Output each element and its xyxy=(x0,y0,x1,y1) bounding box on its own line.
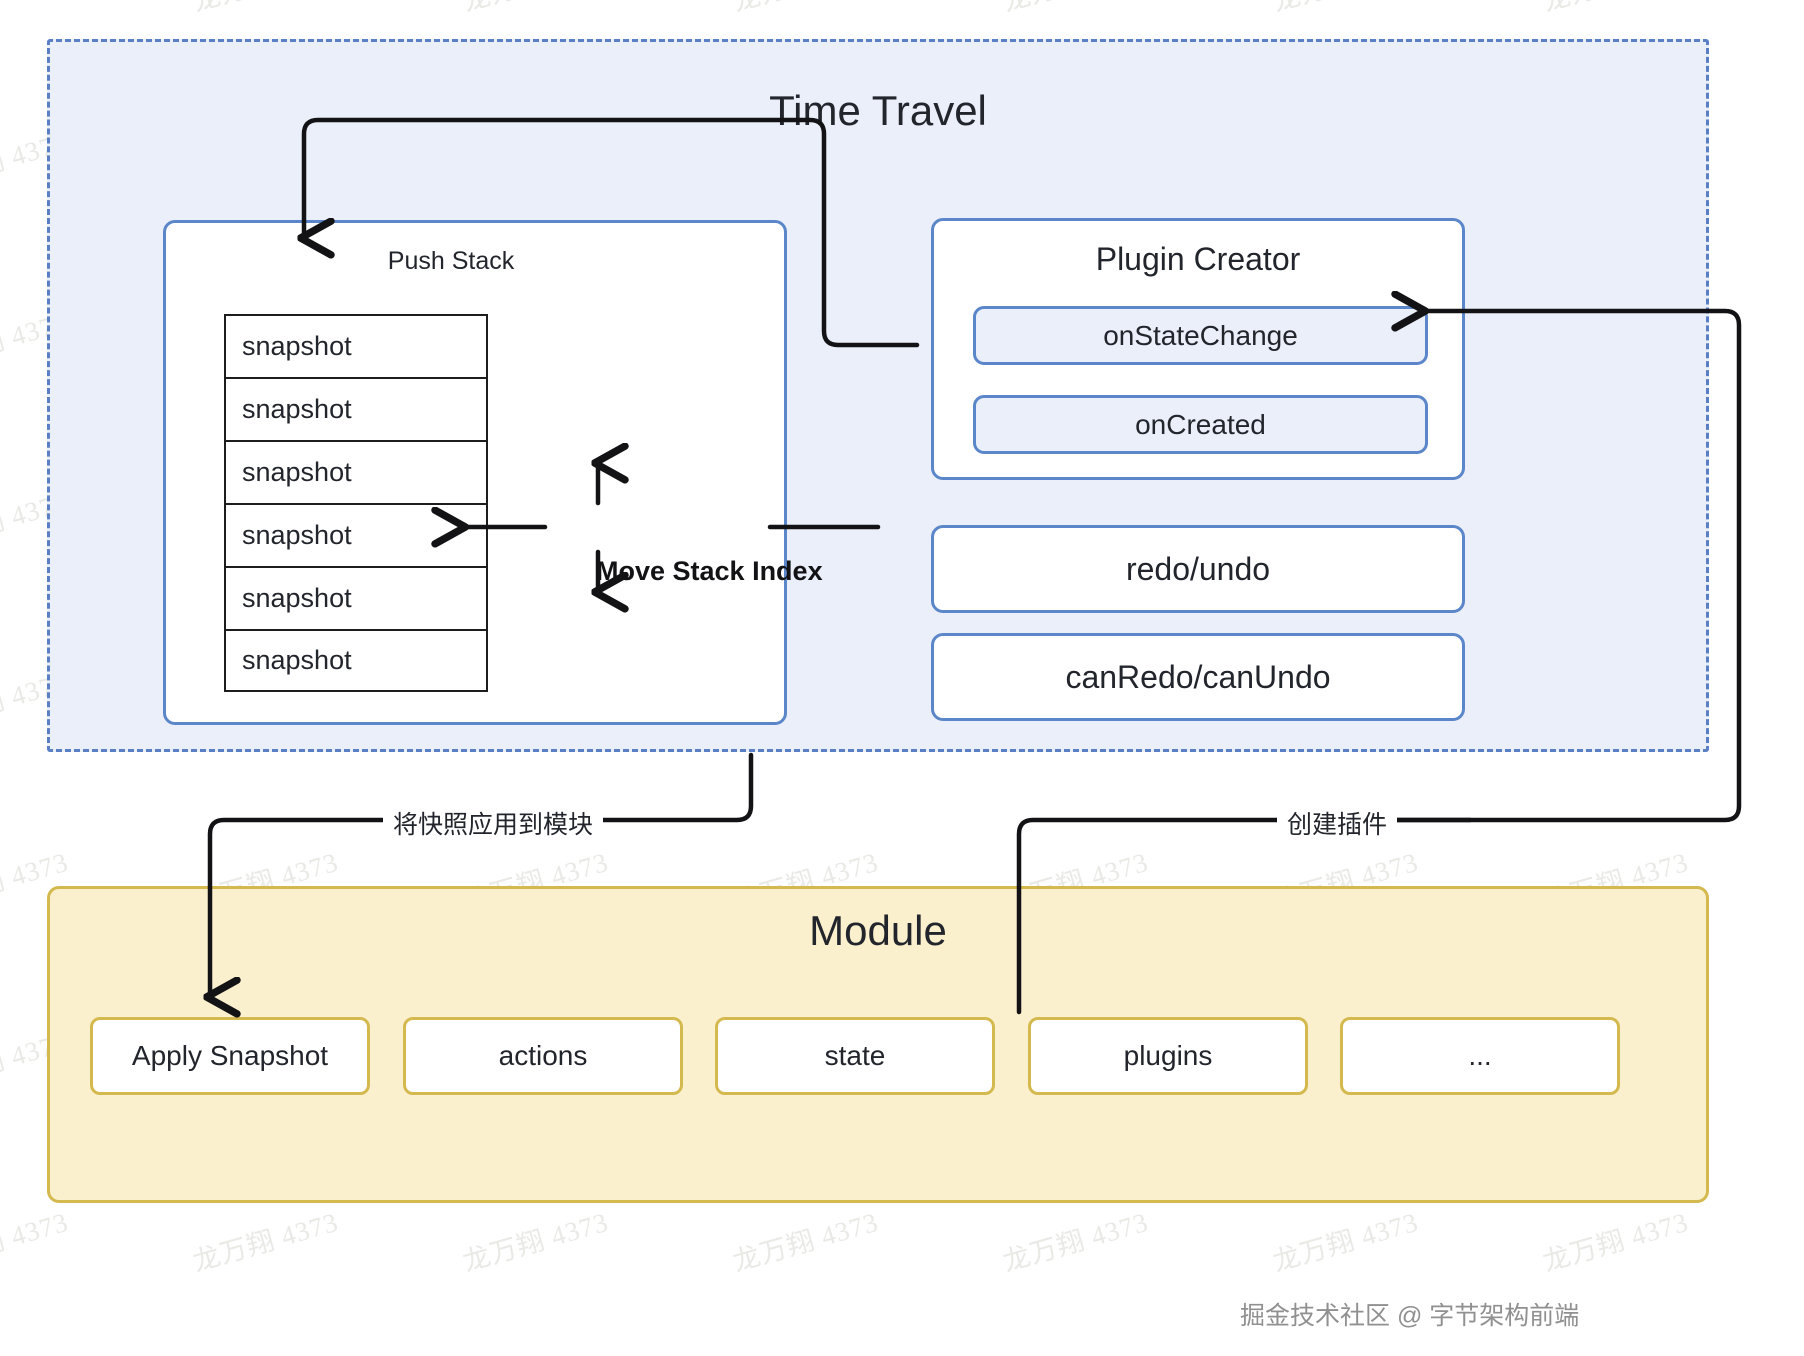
watermark-text: 龙万翔 4373 xyxy=(1268,0,1423,19)
watermark-text: 龙万翔 4373 xyxy=(189,1206,342,1277)
watermark-text: 龙万翔 4373 xyxy=(458,0,613,19)
watermark-text: 龙万翔 4373 xyxy=(729,1206,882,1277)
watermark-text: 龙万翔 4373 xyxy=(1539,1206,1692,1277)
push-stack-label: Push Stack xyxy=(387,247,515,275)
watermark-text: 龙万翔 4373 xyxy=(188,0,343,19)
module-item-apply-snapshot[interactable]: Apply Snapshot xyxy=(90,1017,370,1095)
snapshot-cell: snapshot xyxy=(224,314,488,377)
snapshot-stack-list: snapshot snapshot snapshot snapshot snap… xyxy=(224,314,488,692)
snapshot-cell: snapshot xyxy=(224,503,488,566)
module-item-state[interactable]: state xyxy=(715,1017,995,1095)
footer-credit: 掘金技术社区 @ 字节架构前端 xyxy=(1240,1302,1580,1330)
move-stack-index-label: Move Stack Index xyxy=(596,556,823,586)
plugin-creator-title: Plugin Creator xyxy=(1095,241,1301,277)
module-item-actions[interactable]: actions xyxy=(403,1017,683,1095)
api-can-redo-can-undo[interactable]: canRedo/canUndo xyxy=(931,633,1465,721)
watermark-text: 龙万翔 4373 xyxy=(459,1206,612,1277)
module-title: Module xyxy=(809,907,947,954)
watermark-text: 龙万翔 4373 xyxy=(998,0,1153,19)
time-travel-panel: Time Travel Push Stack snapshot snapshot… xyxy=(47,39,1709,752)
api-redo-undo[interactable]: redo/undo xyxy=(931,525,1465,613)
snapshot-stack-panel: Push Stack snapshot snapshot snapshot sn… xyxy=(163,220,823,725)
edge-label-create-plugin: 创建插件 xyxy=(1277,805,1398,841)
watermark-text: 龙万翔 4373 xyxy=(1538,0,1693,19)
module-item-plugins[interactable]: plugins xyxy=(1028,1017,1308,1095)
snapshot-cell: snapshot xyxy=(224,629,488,692)
snapshot-cell: snapshot xyxy=(224,377,488,440)
watermark-text: 龙万翔 4373 xyxy=(0,0,72,19)
module-item-more[interactable]: ... xyxy=(1340,1017,1620,1095)
snapshot-cell: snapshot xyxy=(224,440,488,503)
snapshot-cell: snapshot xyxy=(224,566,488,629)
watermark-text: 龙万翔 4373 xyxy=(728,0,883,19)
hook-on-created[interactable]: onCreated xyxy=(973,395,1428,454)
module-panel: Module Apply Snapshot actions state plug… xyxy=(47,886,1709,1203)
hook-on-state-change[interactable]: onStateChange xyxy=(973,306,1428,365)
time-travel-title: Time Travel xyxy=(769,87,987,134)
watermark-text: 龙万翔 4373 xyxy=(0,1206,72,1277)
watermark-text: 龙万翔 4373 xyxy=(999,1206,1152,1277)
edge-label-apply-snapshot: 将快照应用到模块 xyxy=(383,805,604,841)
watermark-text: 龙万翔 4373 xyxy=(1269,1206,1422,1277)
plugin-creator-panel: Plugin Creator onStateChange onCreated xyxy=(931,218,1465,480)
